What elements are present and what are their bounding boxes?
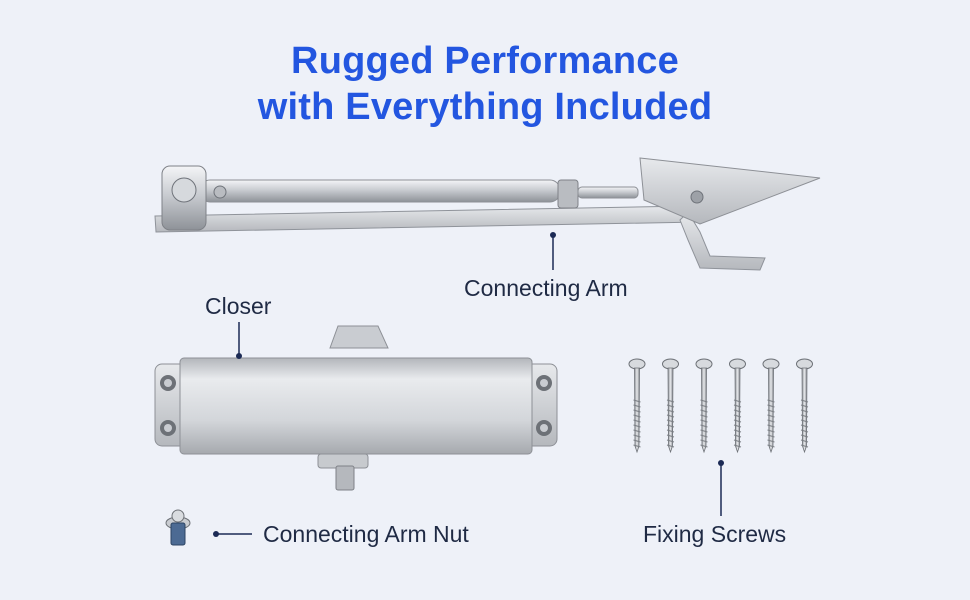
screw <box>762 358 780 454</box>
connecting-arm-image <box>154 157 821 271</box>
screw <box>628 358 646 454</box>
screw <box>695 358 713 454</box>
connecting-arm-label: Connecting Arm <box>464 275 628 301</box>
door-closer-image <box>154 325 558 491</box>
fixing-screws-label: Fixing Screws <box>643 521 787 547</box>
screw <box>729 358 746 454</box>
connecting-arm-nut-image <box>165 509 191 546</box>
title-line-1: Rugged Performance <box>291 40 679 82</box>
page-title: Rugged Performance with Everything Inclu… <box>0 38 970 130</box>
closer-label: Closer <box>205 293 272 319</box>
fixing-screws-image <box>628 358 813 454</box>
screw <box>662 358 679 454</box>
title-line-2: with Everything Included <box>257 86 713 128</box>
callout-lines <box>213 232 724 537</box>
connecting-arm-nut-label: Connecting Arm Nut <box>263 521 469 547</box>
screw <box>796 358 813 454</box>
